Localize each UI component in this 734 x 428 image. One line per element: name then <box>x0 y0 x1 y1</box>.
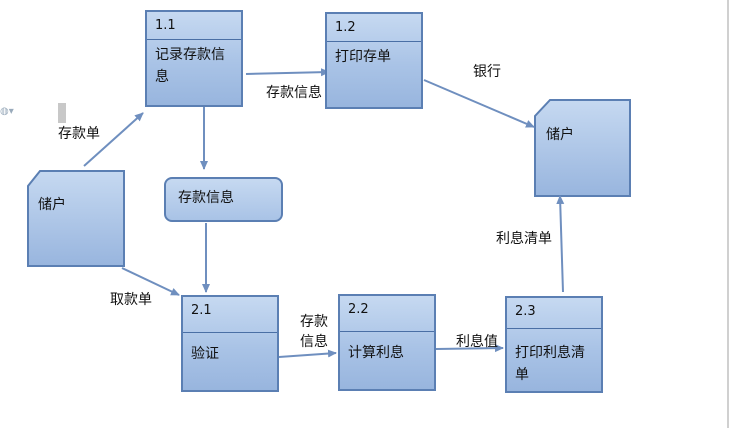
process-label: 记录存款信息 <box>155 47 225 85</box>
page-edge-line <box>727 0 729 428</box>
entity-depositor-right-shape <box>534 99 631 197</box>
arrow-depositor-to-1-1 <box>83 112 144 167</box>
process-label: 验证 <box>191 346 219 362</box>
process-divider <box>340 331 434 332</box>
process-number: 2.2 <box>348 302 369 317</box>
process-number: 2.1 <box>191 303 212 318</box>
entity-depositor-right-label: 储户 <box>546 127 574 143</box>
arrow-depositor-to-2-1 <box>121 267 180 296</box>
process-2-2: 2.2 计算利息 <box>338 294 436 391</box>
data-store-label: 存款信息 <box>178 190 234 206</box>
arrow-2-2-to-2-3 <box>435 344 504 353</box>
margin-icon: ◍▾ <box>0 106 14 117</box>
process-label: 计算利息 <box>348 345 404 361</box>
process-2-3: 2.3 打印利息清单 <box>505 296 603 393</box>
arrow-1-2-to-depositor <box>423 79 535 128</box>
flow-label-deposit-info-top: 存款信息 <box>266 85 322 101</box>
entity-depositor-left-shape <box>27 170 125 267</box>
flow-label-interest-list: 利息清单 <box>496 231 552 247</box>
process-label: 打印利息清单 <box>515 345 585 383</box>
process-divider <box>183 332 277 333</box>
process-divider <box>507 328 601 329</box>
process-1-1: 1.1 记录存款信息 <box>145 10 243 107</box>
process-divider <box>327 41 421 42</box>
entity-depositor-left-label: 储户 <box>38 197 66 213</box>
process-1-2: 1.2 打印存单 <box>325 12 423 109</box>
arrow-2-3-to-depositor <box>556 195 565 293</box>
flow-label-interest-value: 利息值 <box>456 334 498 350</box>
arrow-1-1-to-1-2 <box>245 68 330 77</box>
flow-label-deposit-info-bottom: 存款 信息 <box>300 314 328 350</box>
process-2-1: 2.1 验证 <box>181 295 279 392</box>
process-number: 2.3 <box>515 304 536 319</box>
flow-label-bank: 银行 <box>473 64 501 80</box>
arrow-2-1-to-2-2 <box>278 349 337 358</box>
process-number: 1.2 <box>335 20 356 35</box>
process-number: 1.1 <box>155 18 176 33</box>
flow-label-withdraw-slip: 取款单 <box>110 292 152 308</box>
process-label: 打印存单 <box>335 49 391 65</box>
process-divider <box>147 39 241 40</box>
flow-label-deposit-slip: 存款单 <box>58 126 100 142</box>
data-store-deposit-info: 存款信息 <box>164 177 283 222</box>
text-cursor-mark <box>58 103 66 123</box>
